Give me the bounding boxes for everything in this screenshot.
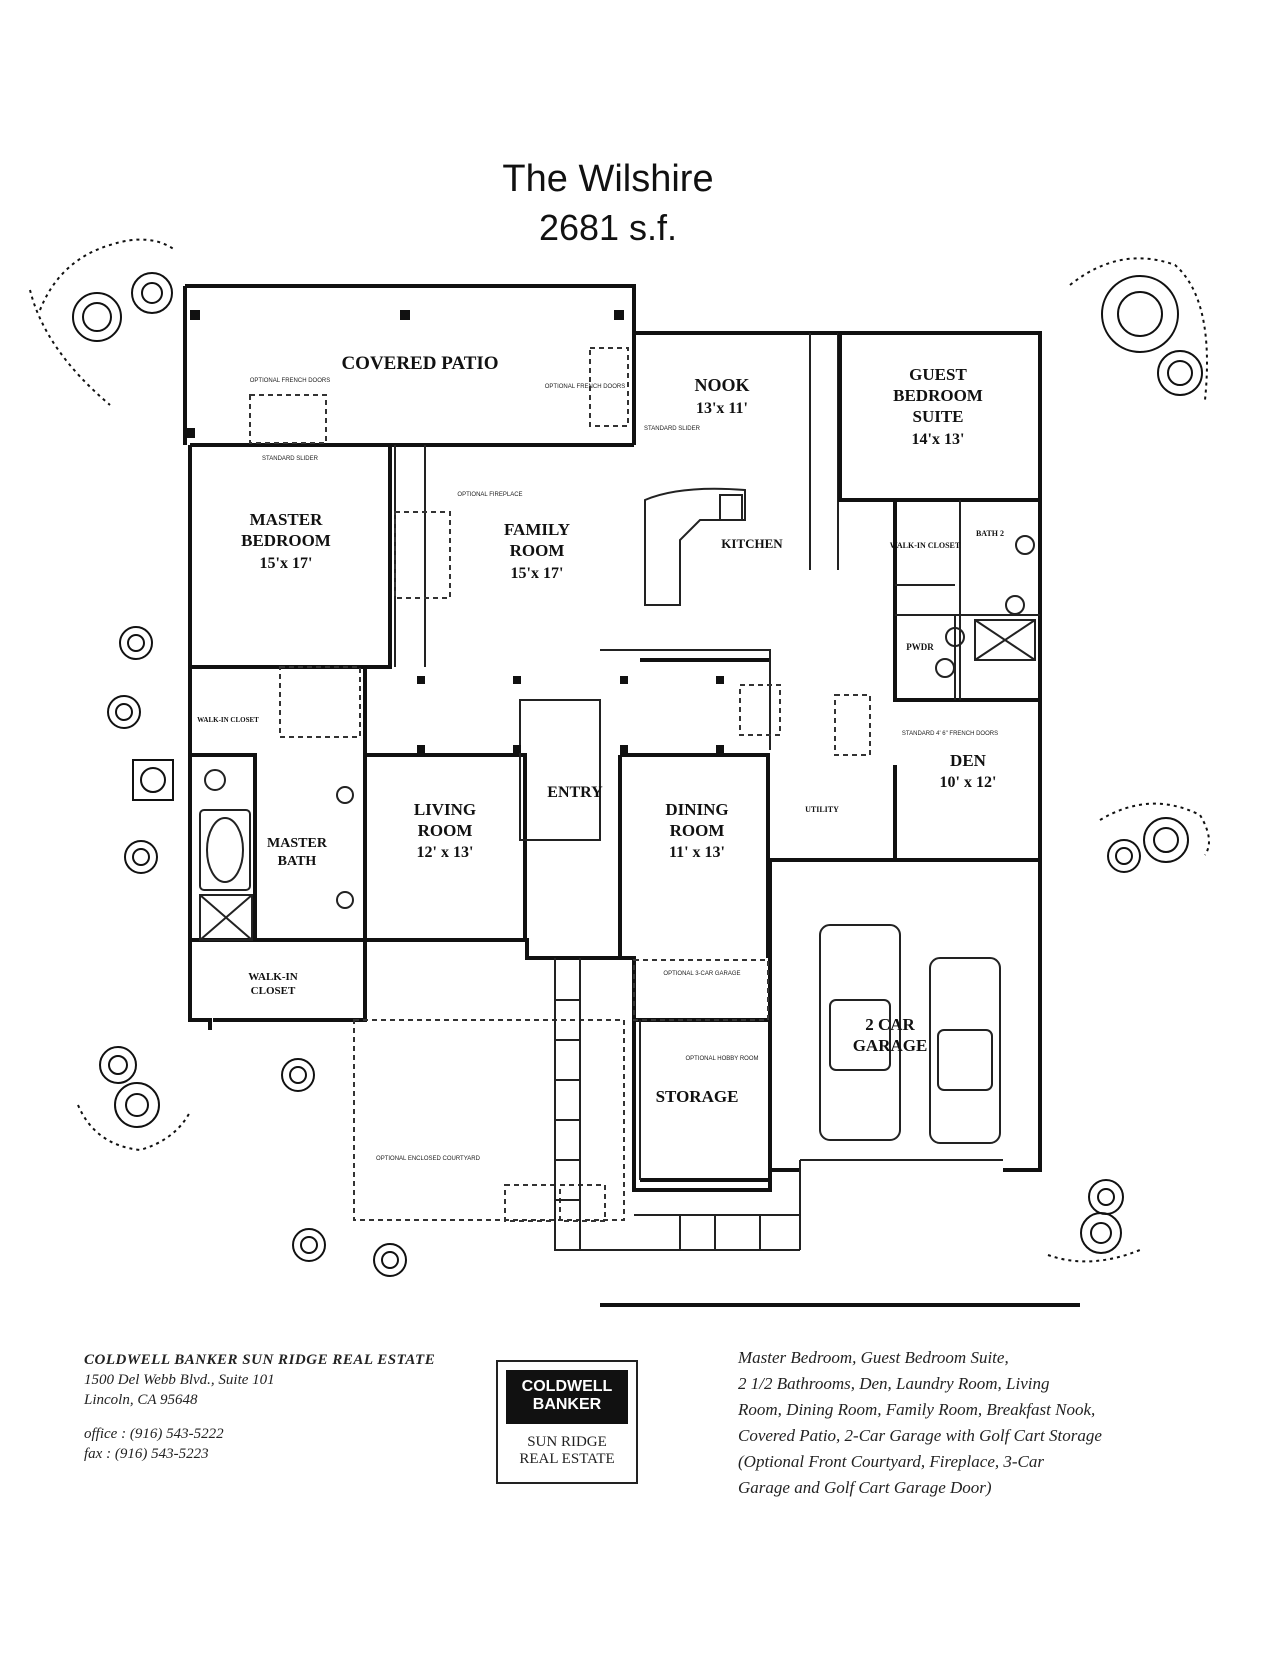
bath-fixtures (199, 535, 1036, 941)
logo-line-2: BANKER (532, 1396, 602, 1413)
guest-label-2: BEDROOM (893, 386, 983, 405)
note-french-doors-left: OPTIONAL FRENCH DOORS (250, 378, 330, 384)
note-hobby-room: OPTIONAL HOBBY ROOM (685, 1056, 758, 1062)
logo-sub-text: SUN RIDGE REAL ESTATE (498, 1434, 636, 1468)
plan-notes: OPTIONAL FRENCH DOORS OPTIONAL FRENCH DO… (250, 378, 998, 1162)
note-slider-master: STANDARD SLIDER (262, 456, 319, 462)
note-french-doors-den: STANDARD 4' 6" FRENCH DOORS (902, 731, 998, 737)
entry-label: ENTRY (547, 784, 603, 801)
landscape-shrubs (29, 238, 1210, 1277)
square-footage: 2681 s.f. (538, 207, 678, 248)
note-3car-garage: OPTIONAL 3-CAR GARAGE (663, 971, 740, 977)
interior-walls (190, 333, 1040, 1190)
garage-label-1: 2 CAR (865, 1015, 915, 1034)
master-bath-label-2: BATH (278, 854, 317, 869)
utility-label: UTILITY (805, 805, 839, 814)
optional-dashed-elements (249, 347, 871, 1222)
family-room-label-1: FAMILY (504, 520, 570, 539)
kitchen-island (644, 487, 746, 606)
description-line: Master Bedroom, Guest Bedroom Suite, (738, 1348, 1009, 1367)
office-phone-label: office : (84, 1426, 127, 1442)
guest-size: 14'x 13' (912, 431, 965, 448)
garage-cars (819, 924, 1001, 1144)
master-closet-label: WALK-IN CLOSET (197, 716, 259, 724)
logo-line-4: REAL ESTATE (519, 1451, 615, 1467)
description-line: Garage and Golf Cart Garage Door) (738, 1478, 992, 1497)
family-room-label-2: ROOM (510, 541, 565, 560)
master-bedroom-label-1: MASTER (250, 510, 323, 529)
nook-label: NOOK (694, 375, 749, 395)
description-line: Covered Patio, 2-Car Garage with Golf Ca… (738, 1426, 1102, 1445)
master-bedroom-size: 15'x 17' (260, 555, 313, 572)
kitchen-label: KITCHEN (721, 536, 783, 551)
office-phone: (916) 543-5222 (129, 1426, 224, 1442)
logo-dark-panel: COLDWELL BANKER (506, 1370, 628, 1424)
fax-label: fax : (84, 1446, 112, 1462)
logo-line-3: SUN RIDGE (527, 1434, 607, 1450)
office-address-1: 1500 Del Webb Blvd., Suite 101 (84, 1372, 275, 1388)
coldwell-banker-logo: COLDWELL BANKER SUN RIDGE REAL ESTATE (496, 1360, 638, 1484)
office-address-2: Lincoln, CA 95648 (84, 1392, 198, 1408)
office-info: COLDWELL BANKER SUN RIDGE REAL ESTATE 15… (84, 1350, 484, 1464)
guest-label-1: GUEST (909, 365, 967, 384)
pwdr-label: PWDR (906, 642, 934, 652)
dining-room-size: 11' x 13' (669, 844, 725, 861)
living-room-label-2: ROOM (418, 821, 473, 840)
fax-row: fax : (916) 543-5223 (84, 1444, 484, 1464)
room-labels: COVERED PATIO NOOK 13'x 11' GUEST BEDROO… (197, 353, 1004, 1106)
plan-title: The Wilshire (502, 158, 714, 200)
dining-room-label-2: ROOM (670, 821, 725, 840)
description-line: 2 1/2 Bathrooms, Den, Laundry Room, Livi… (738, 1374, 1050, 1393)
columns (185, 310, 724, 753)
bath-2-label: BATH 2 (976, 529, 1004, 538)
den-size: 10' x 12' (940, 774, 997, 791)
storage-label: STORAGE (656, 1087, 739, 1106)
description-line: Room, Dining Room, Family Room, Breakfas… (738, 1400, 1096, 1419)
floor-plan: COVERED PATIO NOOK 13'x 11' GUEST BEDROO… (29, 238, 1210, 1307)
note-slider-nook: STANDARD SLIDER (644, 426, 701, 432)
dining-room-label-1: DINING (665, 800, 728, 819)
office-name: COLDWELL BANKER SUN RIDGE REAL ESTATE (84, 1352, 436, 1368)
fax-phone: (916) 543-5223 (114, 1446, 209, 1462)
note-french-doors-right: OPTIONAL FRENCH DOORS (545, 384, 625, 390)
covered-patio-label: COVERED PATIO (341, 353, 498, 374)
plan-description: Master Bedroom, Guest Bedroom Suite, 2 1… (738, 1345, 1218, 1501)
den-label: DEN (950, 751, 987, 770)
guest-closet-label: WALK-IN CLOSET (890, 541, 961, 550)
description-line: (Optional Front Courtyard, Fireplace, 3-… (738, 1452, 1044, 1471)
family-room-size: 15'x 17' (511, 565, 564, 582)
note-fireplace: OPTIONAL FIREPLACE (457, 492, 522, 498)
master-bedroom-label-2: BEDROOM (241, 531, 331, 550)
walkway (554, 958, 1080, 1307)
office-phone-row: office : (916) 543-5222 (84, 1424, 484, 1444)
bottom-closet-label-1: WALK-IN (248, 971, 298, 983)
note-enclosed-courtyard: OPTIONAL ENCLOSED COURTYARD (376, 1156, 481, 1162)
logo-line-1: COLDWELL (521, 1378, 613, 1395)
garage-label-2: GARAGE (853, 1036, 928, 1055)
bottom-closet-label-2: CLOSET (251, 985, 296, 997)
master-bath-label-1: MASTER (267, 836, 328, 851)
nook-size: 13'x 11' (696, 400, 748, 417)
living-room-size: 12' x 13' (417, 844, 474, 861)
living-room-label-1: LIVING (414, 800, 476, 819)
guest-label-3: SUITE (912, 407, 963, 426)
